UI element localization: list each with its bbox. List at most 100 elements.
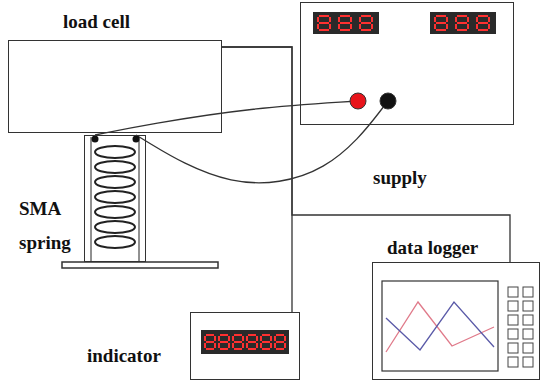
digit-segment xyxy=(371,17,373,22)
digit-segment xyxy=(340,15,350,17)
digit-segment xyxy=(457,15,467,17)
digit-segment xyxy=(476,24,478,29)
digit-segment xyxy=(220,334,228,336)
digit-segment xyxy=(246,336,248,341)
digit-segment xyxy=(234,334,242,336)
digit-segment xyxy=(434,17,436,22)
digit-segment xyxy=(248,334,256,336)
digit-segment xyxy=(436,29,446,31)
base-plate xyxy=(62,262,218,268)
digit-segment xyxy=(214,336,216,341)
node-label: load cell xyxy=(63,11,130,34)
digit-segment xyxy=(317,24,319,29)
digit-segment xyxy=(204,343,206,348)
indicator-display xyxy=(201,330,289,354)
digit-segment xyxy=(228,343,230,348)
digit-segment xyxy=(204,336,206,341)
digit-segment xyxy=(220,341,228,343)
digit-segment xyxy=(242,343,244,348)
digit-segment xyxy=(270,343,272,348)
chart-trace xyxy=(386,302,494,352)
digit-segment xyxy=(436,22,446,24)
digit-segment xyxy=(206,334,214,336)
coil-turn xyxy=(95,191,135,203)
digit-segment xyxy=(455,24,457,29)
digit-segment xyxy=(284,336,286,341)
negative-terminal xyxy=(380,93,396,109)
digit-segment xyxy=(206,348,214,350)
digit-segment xyxy=(476,17,478,22)
digit-segment xyxy=(214,343,216,348)
logger-button xyxy=(523,287,533,297)
positive-terminal xyxy=(350,93,366,109)
digit-segment xyxy=(270,336,272,341)
digit-segment xyxy=(446,24,448,29)
digit-segment xyxy=(350,24,352,29)
digit-segment xyxy=(206,341,214,343)
digit-segment xyxy=(340,22,350,24)
coil-turn xyxy=(95,161,135,173)
digit-segment xyxy=(262,348,270,350)
supply-box: supply xyxy=(300,2,514,125)
digit-segment xyxy=(361,15,371,17)
digit-segment xyxy=(338,17,340,22)
wire xyxy=(136,101,388,183)
digit-segment xyxy=(457,22,467,24)
digit-segment xyxy=(276,348,284,350)
digit-segment xyxy=(488,17,490,22)
logger-button xyxy=(508,329,518,339)
logger-button xyxy=(508,315,518,325)
wire xyxy=(222,47,510,262)
digit-segment xyxy=(260,336,262,341)
logger-button xyxy=(508,357,518,367)
chart-trace xyxy=(386,302,494,350)
digit-segment xyxy=(256,336,258,341)
digit-segment xyxy=(248,341,256,343)
coil-turn xyxy=(95,221,135,233)
digit-segment xyxy=(478,29,488,31)
tube-wall xyxy=(139,137,140,261)
digit-segment xyxy=(262,334,270,336)
digit-segment xyxy=(319,29,329,31)
digit-segment xyxy=(361,29,371,31)
logger-button xyxy=(508,301,518,311)
digit-segment xyxy=(478,15,488,17)
terminal-dot xyxy=(133,136,140,143)
logger-button xyxy=(523,315,533,325)
digit-segment xyxy=(317,17,319,22)
coil-turn xyxy=(95,146,135,158)
logger-screen xyxy=(382,281,498,371)
coil-turn xyxy=(95,176,135,188)
digit-segment xyxy=(232,343,234,348)
digit-segment xyxy=(218,336,220,341)
logger-button xyxy=(523,329,533,339)
digit-segment xyxy=(455,17,457,22)
digit-segment xyxy=(234,348,242,350)
supply-display xyxy=(430,12,496,34)
digit-segment xyxy=(329,24,331,29)
digit-segment xyxy=(457,29,467,31)
digit-segment xyxy=(220,348,228,350)
node-label: data logger xyxy=(387,237,478,260)
digit-segment xyxy=(329,17,331,22)
coil-turn xyxy=(95,206,135,218)
digit-segment xyxy=(248,348,256,350)
digit-segment xyxy=(218,343,220,348)
logger-button xyxy=(523,301,533,311)
digit-segment xyxy=(436,15,446,17)
logger-button xyxy=(523,343,533,353)
digit-segment xyxy=(361,22,371,24)
digit-segment xyxy=(478,22,488,24)
digit-segment xyxy=(274,336,276,341)
digit-segment xyxy=(260,343,262,348)
digit-segment xyxy=(434,24,436,29)
spring-coil xyxy=(91,137,139,261)
spring-housing: SMA spring xyxy=(84,135,146,262)
digit-segment xyxy=(488,24,490,29)
digit-segment xyxy=(467,24,469,29)
digit-segment xyxy=(319,15,329,17)
wire xyxy=(95,101,358,135)
digit-segment xyxy=(338,24,340,29)
